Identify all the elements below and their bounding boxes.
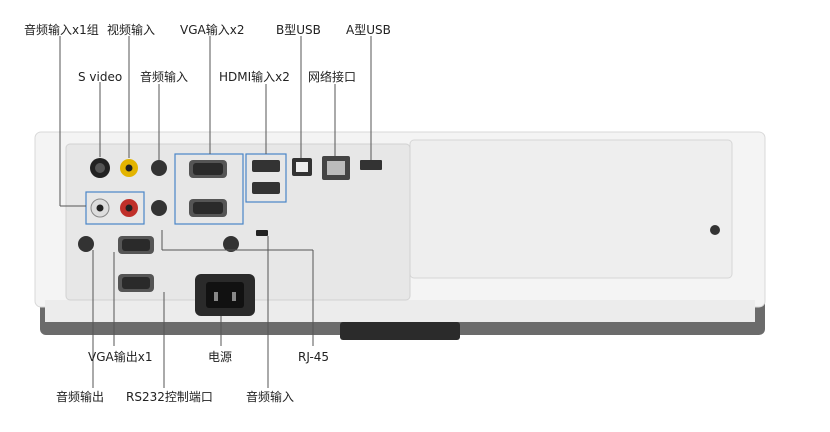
label-usb-b: B型USB: [276, 23, 321, 37]
label-audio-in-top: 音频输入: [140, 70, 189, 84]
label-rs232-control: RS232控制端口: [126, 390, 213, 404]
audio-in-jack-1: [151, 160, 167, 176]
usb-a-port: [360, 160, 382, 170]
screw-icon: [710, 225, 720, 235]
label-audio-in-x1-group: 音频输入x1组: [24, 23, 99, 37]
vga-in-highlight: [174, 153, 244, 225]
label-audio-out: 音频输出: [56, 390, 105, 404]
label-network-port: 网络接口: [308, 70, 357, 84]
label-s-video: S video: [78, 70, 123, 84]
audio-in-jack-2: [151, 200, 167, 216]
side-cover-panel: [409, 139, 733, 279]
label-power: 电源: [208, 350, 233, 364]
ports: [78, 156, 382, 316]
label-hdmi-in-x2: HDMI输入x2: [219, 70, 290, 84]
label-vga-in-x2: VGA输入x2: [180, 23, 245, 37]
hdmi-port-1: [252, 160, 280, 172]
label-audio-in-bottom: 音频输入: [246, 390, 295, 404]
indicator-slot: [256, 230, 268, 236]
label-rj45: RJ-45: [298, 350, 330, 364]
callout-lines: [59, 36, 372, 388]
audio-in-jack-3: [223, 236, 239, 252]
label-video-in: 视频输入: [107, 23, 156, 37]
audio-group-highlight: [85, 191, 145, 225]
projector-foot: [340, 322, 460, 340]
hdmi-port-2: [252, 182, 280, 194]
label-usb-a: A型USB: [346, 23, 391, 37]
label-vga-out-x1: VGA输出x1: [88, 350, 153, 364]
audio-out-jack: [78, 236, 94, 252]
